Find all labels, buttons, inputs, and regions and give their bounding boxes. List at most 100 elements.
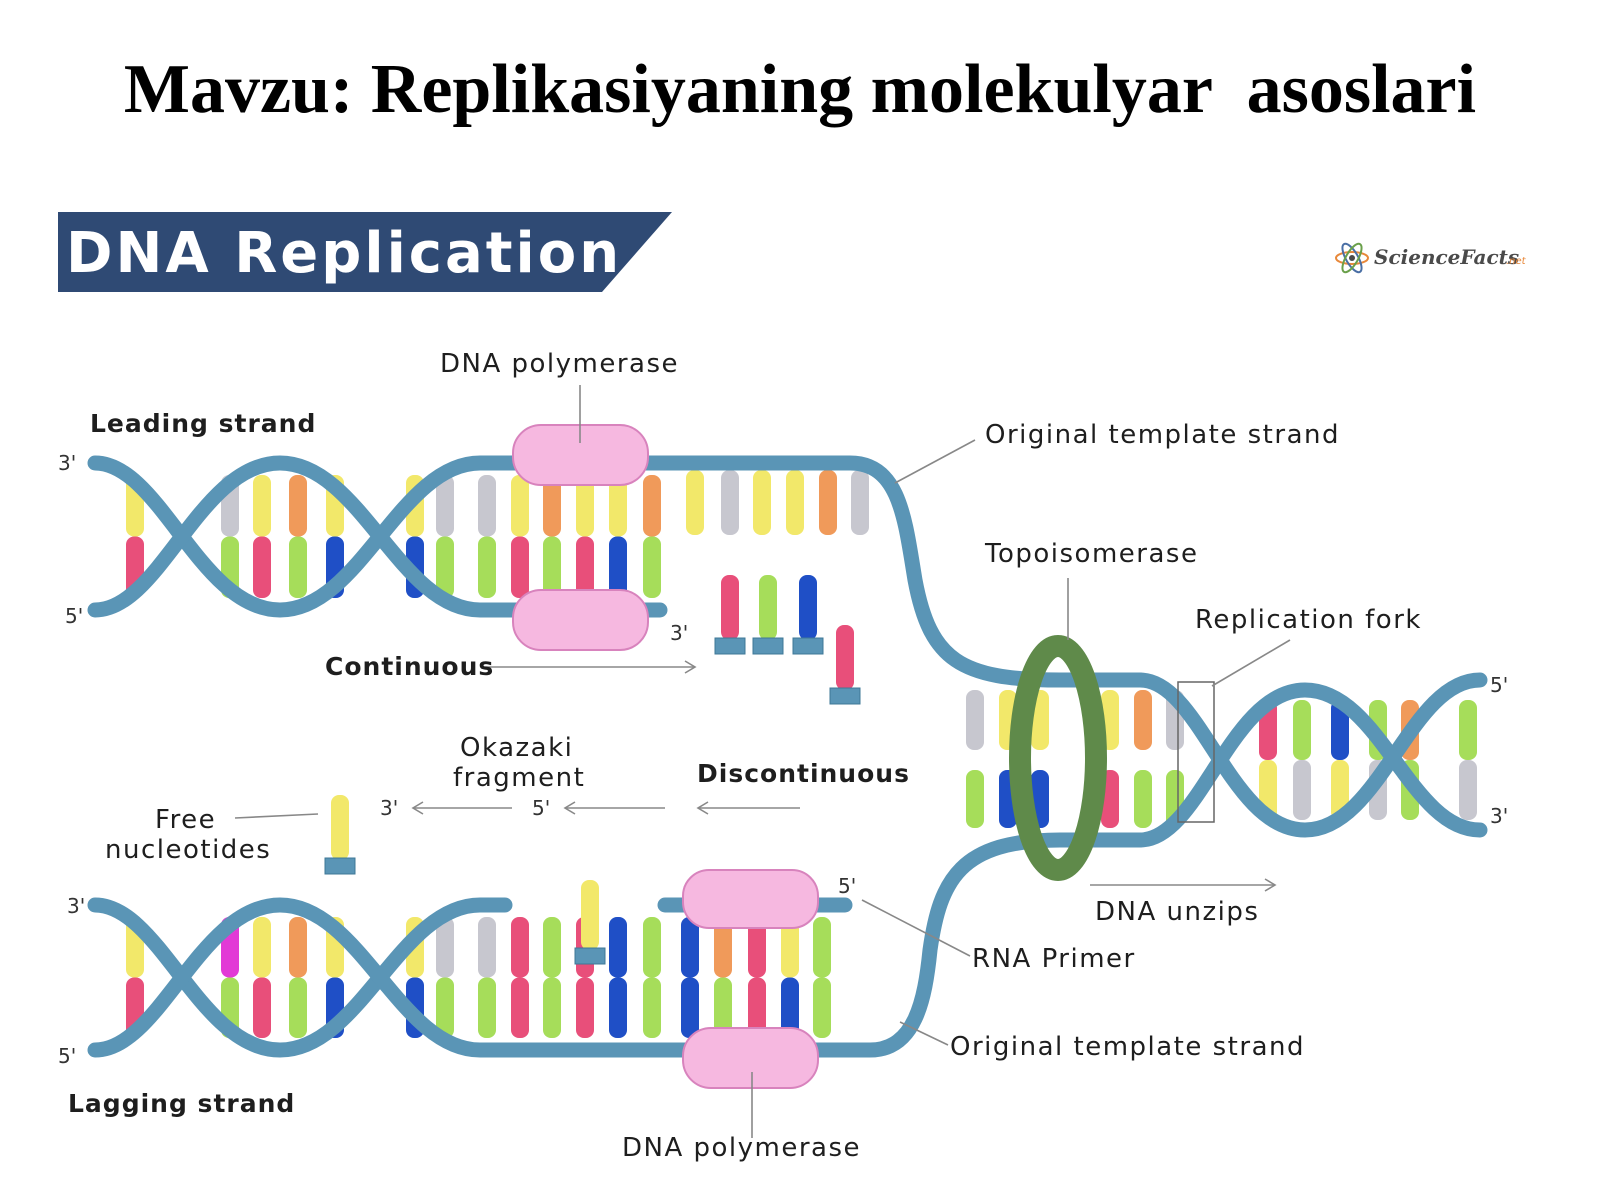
okazaki-arrow (411, 801, 512, 815)
phosphate-group (829, 687, 861, 705)
free-nucleotide (799, 575, 817, 640)
label-lagging-strand: Lagging strand (68, 1089, 295, 1118)
label-okazaki-line2: fragment (453, 763, 585, 793)
parent-helix-strand-b (1132, 682, 1488, 848)
base-fork-upper (966, 690, 984, 750)
base-lower (714, 977, 732, 1038)
logo-suffix: .net (1506, 256, 1527, 267)
end-top-left-5: 5' (65, 604, 83, 628)
base-upper (1293, 700, 1311, 760)
base-upper (1459, 700, 1477, 760)
base-lower (1459, 760, 1477, 820)
end-okazaki-3: 3' (380, 796, 398, 820)
banner-background (58, 212, 672, 292)
phosphate-group (752, 637, 784, 655)
label-continuous: Continuous (325, 652, 494, 681)
label-original-template-bottom: Original template strand (950, 1032, 1305, 1062)
base-template (851, 470, 869, 535)
base-upper (478, 917, 496, 978)
free-nucleotide (836, 625, 854, 690)
base-upper (436, 475, 454, 537)
discontinuous-arrow (696, 801, 800, 815)
base-upper (253, 917, 271, 978)
end-bottom-left-5: 5' (58, 1044, 76, 1068)
okazaki-arrow-2 (563, 801, 665, 815)
base-upper (813, 917, 831, 978)
label-leading-strand: Leading strand (90, 409, 316, 438)
base-upper (478, 475, 496, 537)
free-nucleotides (324, 575, 861, 965)
base-upper (511, 475, 529, 537)
base-template (819, 470, 837, 535)
base-fork-lower (966, 770, 984, 828)
fork-bases (966, 690, 1184, 828)
parent-helix-strand-a (1132, 672, 1488, 838)
free-nucleotide (331, 795, 349, 860)
end-okazaki-5: 5' (532, 796, 550, 820)
base-lower (478, 536, 496, 598)
base-upper (609, 917, 627, 978)
science-facts-logo: ScienceFacts .net (1335, 242, 1527, 274)
end-primer-5: 5' (838, 874, 856, 898)
base-upper (436, 917, 454, 978)
slide-title: Mavzu: Replikasiyaning molekulyar asosla… (123, 51, 1477, 128)
label-topoisomerase: Topoisomerase (984, 539, 1198, 569)
base-upper (643, 917, 661, 978)
leading-helix-strand-b (87, 455, 668, 618)
direction-arrows (411, 660, 1277, 892)
leading-helix-bases (126, 470, 869, 598)
continuous-arrow (485, 660, 697, 674)
base-lower (253, 536, 271, 598)
label-free-line2: nucleotides (105, 835, 271, 865)
phosphate-group (792, 637, 824, 655)
base-upper (681, 917, 699, 978)
phosphate-group (714, 637, 746, 655)
label-rna-primer: RNA Primer (972, 944, 1136, 974)
base-upper (781, 917, 799, 978)
base-lower (289, 977, 307, 1038)
base-template (753, 470, 771, 535)
base-lower (643, 977, 661, 1038)
end-bottom-left-3: 3' (67, 894, 85, 918)
logo-text: ScienceFacts (1374, 245, 1519, 269)
base-upper (714, 917, 732, 978)
base-lower (511, 536, 529, 598)
lagging-helix-strand-a (87, 897, 513, 1058)
lagging-helix-strand-b (87, 832, 1148, 1058)
base-lower (511, 977, 529, 1038)
end-top-left-3: 3' (58, 451, 76, 475)
label-replication-fork: Replication fork (1195, 605, 1422, 635)
label-free-line1: Free (155, 805, 216, 835)
base-lower (253, 977, 271, 1038)
base-lower (289, 536, 307, 598)
free-nucleotide (581, 880, 599, 950)
base-lower (436, 536, 454, 598)
end-right-3: 3' (1490, 804, 1508, 828)
base-upper (1331, 700, 1349, 760)
base-template (786, 470, 804, 535)
base-lower (543, 977, 561, 1038)
label-dna-polymerase-bottom: DNA polymerase (622, 1133, 861, 1163)
base-fork-upper (1134, 690, 1152, 750)
base-upper (289, 917, 307, 978)
lagging-helix-bases (126, 917, 831, 1038)
base-template (686, 470, 704, 535)
base-lower (436, 977, 454, 1038)
leading-helix-strand-a (87, 455, 1148, 688)
base-template (721, 470, 739, 535)
label-dna-polymerase-top: DNA polymerase (440, 349, 679, 379)
base-lower (681, 977, 699, 1038)
base-lower (1293, 760, 1311, 820)
replication-fork-box (1177, 681, 1215, 823)
atom-icon (1335, 242, 1369, 274)
banner-title: DNA Replication (66, 221, 622, 286)
base-upper (609, 475, 627, 537)
banner: DNA Replication (58, 212, 672, 292)
base-upper (543, 475, 561, 537)
base-lower (781, 977, 799, 1038)
base-lower (543, 536, 561, 598)
free-nucleotide (759, 575, 777, 640)
phosphate-group (574, 947, 606, 965)
label-original-template-top: Original template strand (985, 420, 1340, 450)
